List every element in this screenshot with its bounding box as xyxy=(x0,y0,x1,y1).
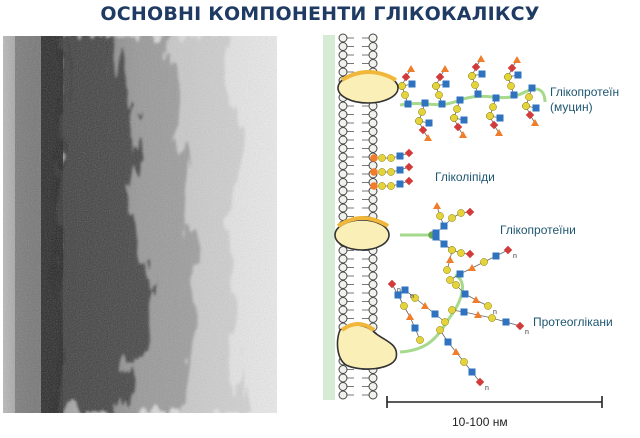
scale-label: 10-100 нм xyxy=(452,415,508,429)
repeat-n-label: n xyxy=(525,329,529,336)
repeat-n-label: n xyxy=(493,309,497,316)
repeat-n-label: n xyxy=(513,253,517,260)
cytoplasm-band xyxy=(323,35,335,400)
label-mucin-line1: Глікопротеїн xyxy=(550,85,620,99)
label-glycolipids: Гліколіпіди xyxy=(435,170,495,184)
diagram-svg: n n n n n n xyxy=(323,33,603,408)
label-mucin-line2: (муцин) xyxy=(550,100,593,114)
glycoprotein xyxy=(334,202,475,274)
electron-micrograph xyxy=(3,36,277,413)
repeat-n-label: n xyxy=(397,287,401,294)
mucin-glycoprotein xyxy=(337,55,547,141)
repeat-n-label: n xyxy=(410,293,414,300)
proteoglycan: n n n n n n xyxy=(336,245,529,392)
page-title: ОСНОВНІ КОМПОНЕНТИ ГЛІКОКАЛІКСУ xyxy=(100,3,540,25)
label-proteoglycans: Протеоглікани xyxy=(533,315,613,329)
label-mucin: Глікопротеїн (муцин) xyxy=(550,85,619,115)
repeat-n-label: n xyxy=(485,385,489,392)
glycolipids-group xyxy=(370,148,414,190)
scale-bar xyxy=(386,396,603,408)
mucin-protein xyxy=(337,70,399,104)
label-glycoproteins: Глікопротеїни xyxy=(500,223,576,237)
